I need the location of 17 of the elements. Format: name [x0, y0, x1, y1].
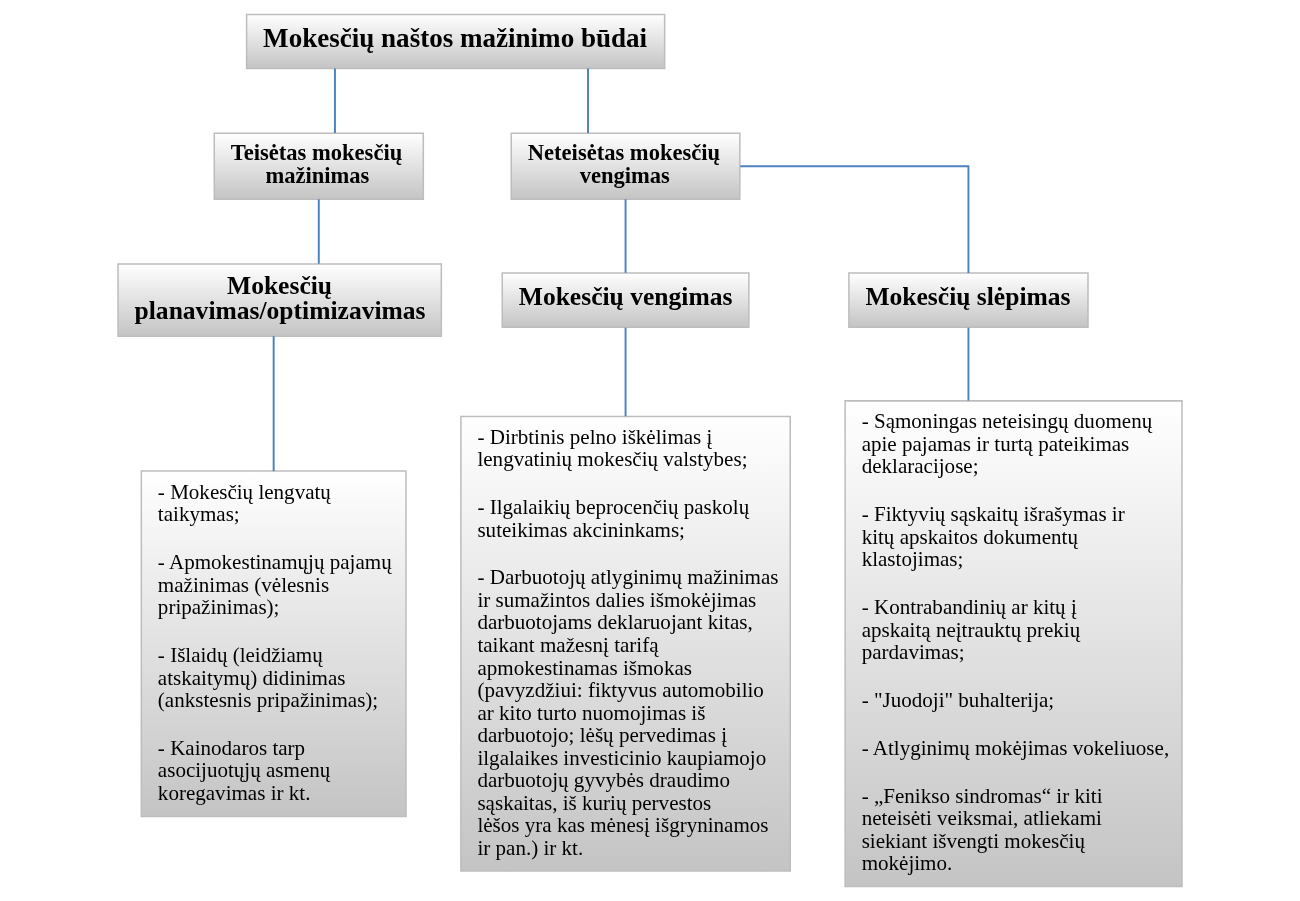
connector: [587, 67, 589, 134]
node-box: Mokesčių planavimas/optimizavimas: [117, 263, 443, 337]
node-box: - Sąmoningas neteisingų duomenų apie pajamas ir turtą pateikimas deklaracijose; - Fiktyvių sąskaitų išrašymas ir kitų apskaitos dokumentų klastojimas; - Kontrabandinių ar kitų į apskaitą neįtrauktų prekių pardavimas; - "Juodoji" buhalterija; - Atlyginimų mokėjimas vokeliuose, - „Fenikso sindromas“ ir kiti neteisėti veiksmai, atliekami siekiant išvengti mokesčių mokėjimo.: [844, 400, 1183, 888]
connector: [317, 198, 320, 265]
connector: [624, 326, 627, 418]
connector: [333, 67, 336, 134]
connector: [739, 165, 970, 274]
node-box: Neteisėtas mokesčių vengimas: [510, 132, 741, 201]
connector: [272, 335, 275, 473]
node-box: Mokesčių slėpimas: [848, 272, 1089, 328]
connector: [624, 198, 627, 274]
node-box: Mokesčių vengimas: [501, 272, 750, 328]
node-box: - Dirbtinis pelno iškėlimas į lengvatinių mokesčių valstybes; - Ilgalaikių beprocenčių paskolų suteikimas akcininkams; - Darbuotojų atlyginimų mažinimas ir sumažintos dalies išmokėjimas darbuotojams deklaruojant kitas, taikant mažesnį tarifą apmokestinamas išmokas (pavyzdžiui: fiktyvus automobilio ar kito turto nuomojimas iš darbuotojo; lėšų pervedimas į ilgalaikes investicinio kaupiamojo darbuotojų gyvybės draudimo sąskaitas, iš kurių pervestos lėšos yra kas mėnesį išgryninamos ir pan.) ir kt.: [460, 415, 791, 872]
node-box: Mokesčių naštos mažinimo būdai: [245, 13, 666, 70]
node-box: Teisėtas mokesčių mažinimas: [213, 132, 425, 201]
connector: [967, 326, 970, 402]
node-box: - Mokesčių lengvatų taikymas; - Apmokestinamųjų pajamų mažinimas (vėlesnis pripažinimas); - Išlaidų (leidžiamų atskaitymų) didinimas (ankstesnis pripažinimas); - Kainodaros tarp asocijuotųjų asmenų koregavimas ir kt.: [140, 470, 407, 818]
